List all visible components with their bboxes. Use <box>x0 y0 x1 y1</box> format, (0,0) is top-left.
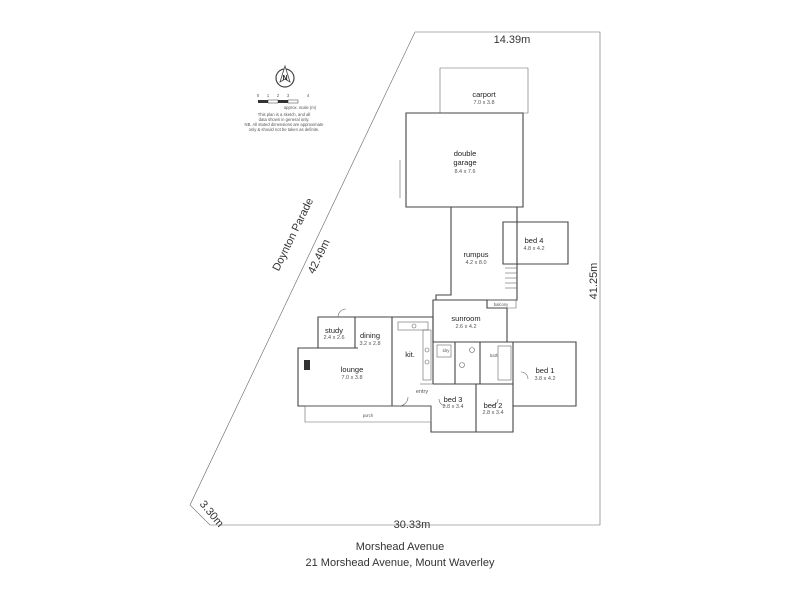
boundary-top-dimension: 14.39m <box>494 34 531 46</box>
boundary-left-dimension: 42.49m <box>306 238 333 276</box>
garage-walls <box>405 112 524 208</box>
scale-note-line-1: This plan is a sketch, and all <box>258 112 311 117</box>
bed4-label: bed 4 <box>525 236 544 245</box>
lounge-label: lounge <box>341 365 364 374</box>
garage-label-line-1: double <box>454 149 477 158</box>
dining-label: dining <box>360 331 380 340</box>
street-name: Morshead Avenue <box>355 541 445 553</box>
stairs <box>505 267 517 289</box>
bed3-label: bed 3 <box>444 395 463 404</box>
balcony-label: balcony <box>494 302 509 307</box>
north-compass-icon: N <box>275 64 295 88</box>
sunroom-label: sunroom <box>451 314 480 323</box>
site-boundary <box>189 31 601 526</box>
carport-label: carport <box>472 90 496 99</box>
carport-size: 7.0 x 3.8 <box>473 100 494 106</box>
scale-note-line-4: only & should not be taken as definite. <box>249 127 320 132</box>
garage-label-line-2: garage <box>453 158 476 167</box>
scale-tick-4: 4 <box>307 93 310 98</box>
bed2-size: 2.8 x 3.4 <box>482 410 503 416</box>
entry-label: entry <box>416 389 428 395</box>
bed1-size: 3.8 x 4.2 <box>534 376 555 382</box>
bed3-size: 2.8 x 3.4 <box>442 404 463 410</box>
scale-label: approx. scale (m) <box>284 105 317 110</box>
scale-note-line-2: data shown in general only. <box>259 117 310 122</box>
porch-label: porch <box>363 413 374 418</box>
porch-outline <box>304 405 432 423</box>
carport-outline <box>439 67 529 114</box>
scale-bar: 0 1 2 3 4 approx. scale (m) This plan is… <box>245 93 325 132</box>
full-address: 21 Morshead Avenue, Mount Waverley <box>305 557 495 569</box>
scale-tick-0: 0 <box>257 93 260 98</box>
rumpus-label: rumpus <box>463 250 488 259</box>
lounge-size: 7.0 x 3.8 <box>341 375 362 381</box>
study-size: 2.4 x 2.6 <box>323 335 344 341</box>
bed4-walls <box>502 221 569 265</box>
compass-letter: N <box>282 75 287 82</box>
dining-size: 3.2 x 2.8 <box>359 341 380 347</box>
boundary-bottom-dimension: 30.33m <box>394 519 431 531</box>
study-label: study <box>325 326 343 335</box>
bed4-size: 4.8 x 4.2 <box>523 246 544 252</box>
rumpus-size: 4.2 x 8.0 <box>465 260 486 266</box>
bath-label: bath <box>490 353 499 358</box>
fireplace <box>304 360 310 370</box>
scale-note-line-3: NB. All stated dimensions are approximat… <box>245 122 325 127</box>
scale-tick-3: 3 <box>287 93 290 98</box>
bed1-label: bed 1 <box>536 366 555 375</box>
garage-size: 8.4 x 7.6 <box>454 169 475 175</box>
kitchen-label: kit. <box>405 350 415 359</box>
sunroom-size: 2.6 x 4.2 <box>455 324 476 330</box>
laundry-label: ldry <box>443 348 451 353</box>
bed2-label: bed 2 <box>484 401 503 410</box>
scale-tick-1: 1 <box>267 93 270 98</box>
scale-tick-2: 2 <box>277 93 280 98</box>
boundary-right-dimension: 41.25m <box>588 263 600 300</box>
